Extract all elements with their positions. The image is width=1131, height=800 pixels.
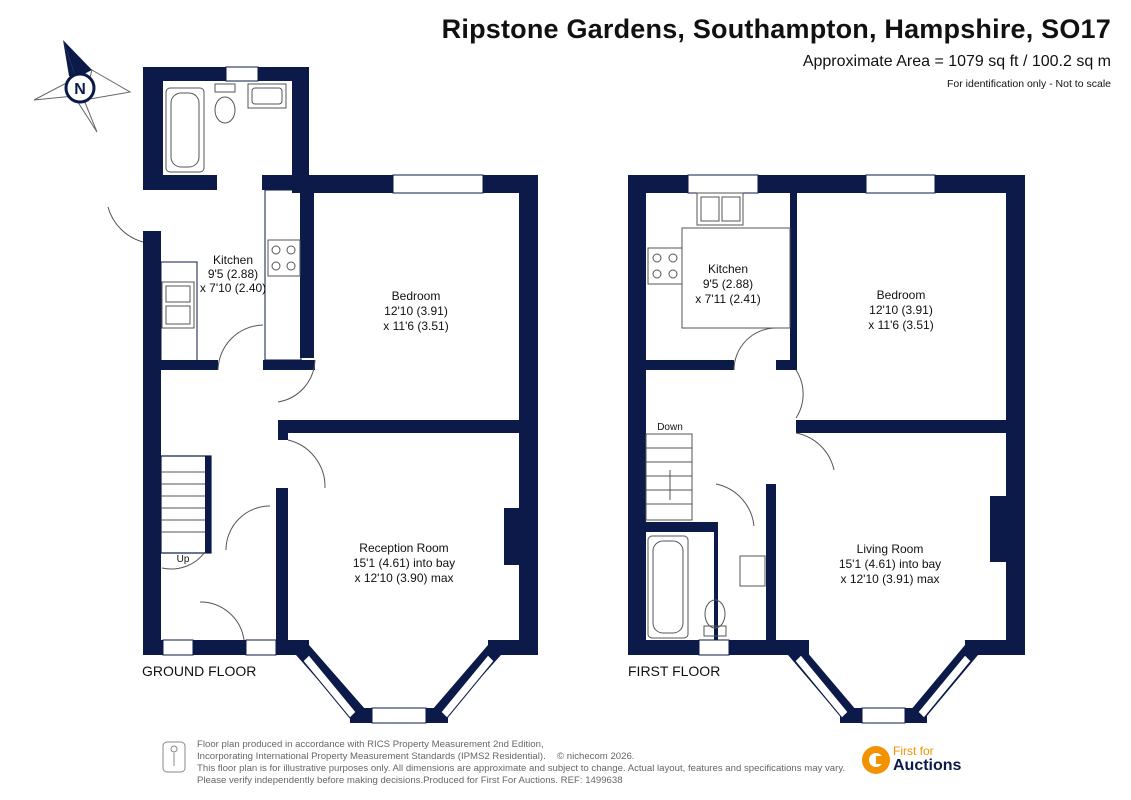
footer-disclaimer: Floor plan produced in accordance with R… bbox=[197, 739, 845, 787]
person-icon bbox=[162, 741, 186, 773]
ground-floor-label: GROUND FLOOR bbox=[142, 663, 257, 679]
logo-mark-icon bbox=[862, 746, 890, 774]
ff-living-dim1: 15'1 (4.61) into bay bbox=[839, 557, 941, 571]
compass-label: N bbox=[74, 81, 86, 98]
logo-line1: First for bbox=[893, 744, 934, 758]
gf-kitchen-dim1: 9'5 (2.88) bbox=[208, 267, 258, 281]
ff-kitchen-dim1: 9'5 (2.88) bbox=[703, 277, 753, 291]
gf-kitchen-name: Kitchen bbox=[213, 253, 253, 267]
compass-circle bbox=[64, 72, 96, 104]
property-title: Ripstone Gardens, Southampton, Hampshire… bbox=[441, 14, 1111, 44]
ff-living-dim2: x 12'10 (3.91) max bbox=[840, 572, 939, 586]
ground-floor-plan bbox=[143, 67, 538, 723]
footer-line: Incorporating International Property Mea… bbox=[197, 751, 546, 762]
footer-line: This floor plan is for illustrative purp… bbox=[197, 763, 846, 774]
ground-floor-fixtures bbox=[107, 83, 326, 641]
gf-bedroom-dim1: 12'10 (3.91) bbox=[384, 304, 448, 318]
gf-reception-dim1: 15'1 (4.61) into bay bbox=[353, 556, 455, 570]
first-floor-label: FIRST FLOOR bbox=[628, 663, 721, 679]
gf-reception-name: Reception Room bbox=[359, 541, 448, 555]
logo-line2: Auctions bbox=[893, 757, 962, 774]
ff-kitchen-name: Kitchen bbox=[708, 262, 748, 276]
gf-bedroom-dim2: x 11'6 (3.51) bbox=[383, 319, 448, 333]
footer-line: Please verify independently before makin… bbox=[197, 775, 623, 786]
first-floor-fixtures bbox=[645, 192, 835, 639]
gf-bedroom-name: Bedroom bbox=[392, 289, 441, 303]
ff-bedroom-dim2: x 11'6 (3.51) bbox=[868, 318, 933, 332]
ff-kitchen-dim2: x 7'11 (2.41) bbox=[695, 292, 760, 306]
ground-floor-windows bbox=[162, 66, 495, 724]
footer-line: Floor plan produced in accordance with R… bbox=[197, 739, 544, 750]
approximate-area: Approximate Area = 1079 sq ft / 100.2 sq… bbox=[802, 53, 1111, 70]
ff-living-name: Living Room bbox=[857, 542, 924, 556]
compass: N bbox=[33, 40, 132, 133]
gf-stairs-label: Up bbox=[177, 554, 190, 565]
gf-reception-dim2: x 12'10 (3.90) max bbox=[354, 571, 453, 585]
first-floor-plan bbox=[628, 175, 1025, 723]
ff-stairs-label: Down bbox=[657, 422, 683, 433]
ff-bedroom-dim1: 12'10 (3.91) bbox=[869, 303, 933, 317]
first-floor-windows bbox=[687, 174, 972, 724]
identification-note: For identification only - Not to scale bbox=[947, 78, 1111, 90]
gf-kitchen-dim2: x 7'10 (2.40) bbox=[200, 281, 266, 295]
room-labels: Kitchen 9'5 (2.88) x 7'10 (2.40) Bedroom… bbox=[177, 253, 942, 586]
copyright: © nichecom 2026. bbox=[557, 751, 635, 762]
brand-logo: First for Auctions bbox=[862, 744, 972, 778]
ff-bedroom-name: Bedroom bbox=[877, 288, 926, 302]
